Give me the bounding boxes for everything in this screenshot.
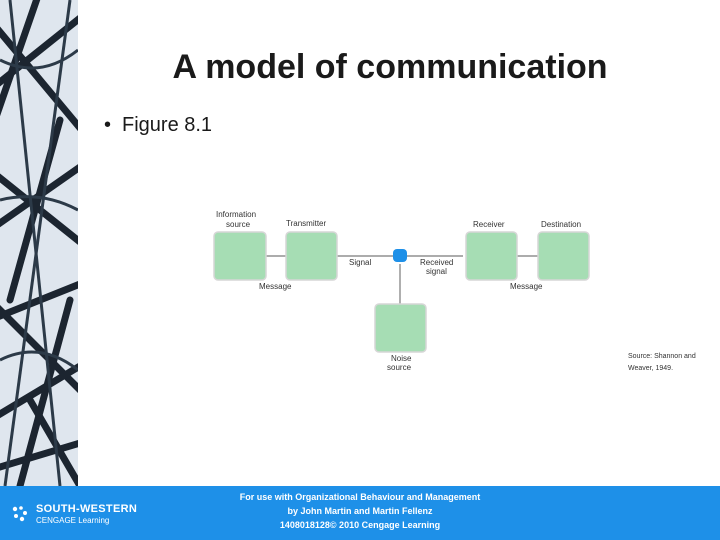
destination-box <box>537 231 590 281</box>
source-note-line2: Weaver, 1949. <box>628 365 673 372</box>
bullet-item: • Figure 8.1 <box>104 114 212 137</box>
footer-line3: 1408018128© 2010 Cengage Learning <box>279 520 441 530</box>
bullet-text: Figure 8.1 <box>122 114 213 136</box>
footer-bar: SOUTH-WESTERN CENGAGE Learning For use w… <box>0 486 720 540</box>
publisher-logo: SOUTH-WESTERN CENGAGE Learning <box>10 502 140 528</box>
label-message-left: Message <box>259 282 292 291</box>
label-receiver: Receiver <box>473 220 505 229</box>
source-note-line1: Source: Shannon and <box>628 353 696 360</box>
label-noise: Noise <box>391 354 412 363</box>
label-noise-source: source <box>387 363 412 372</box>
steel-lattice-image <box>0 0 78 486</box>
signal-node <box>393 249 407 262</box>
label-destination: Destination <box>541 220 581 229</box>
cengage-logo-icon <box>12 506 27 522</box>
transmitter-box <box>285 231 338 281</box>
footer-line1: For use with Organizational Behaviour an… <box>239 492 481 502</box>
label-transmitter: Transmitter <box>286 219 326 228</box>
communication-model-diagram: Information source Transmitter Receiver … <box>200 200 720 380</box>
logo-line1: SOUTH-WESTERN <box>36 503 138 515</box>
label-received-signal: signal <box>426 267 447 276</box>
footer-line2: by John Martin and Martin Fellenz <box>287 506 433 516</box>
label-information: Information <box>216 210 256 219</box>
side-artwork <box>0 0 78 486</box>
receiver-box <box>465 231 518 281</box>
label-received: Received <box>420 258 453 267</box>
noise-source-box <box>374 303 427 353</box>
label-message-right: Message <box>510 282 543 291</box>
logo-line2: CENGAGE Learning <box>36 516 110 525</box>
footer-credits: For use with Organizational Behaviour an… <box>200 490 520 532</box>
label-source: source <box>226 220 251 229</box>
bullet-dot: • <box>104 114 112 136</box>
slide-title: A model of communication <box>172 48 608 86</box>
information-source-box <box>213 231 267 281</box>
label-signal: Signal <box>349 258 371 267</box>
